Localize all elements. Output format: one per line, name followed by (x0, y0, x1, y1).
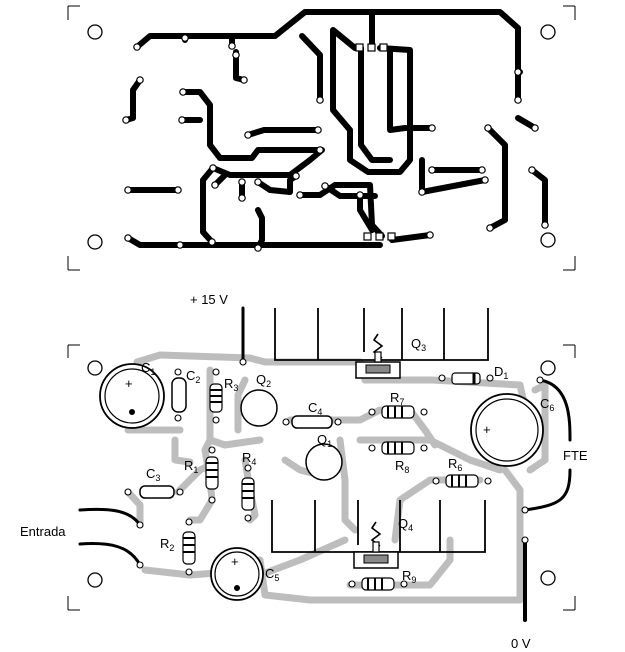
speaker-label: FTE (563, 448, 588, 463)
copper-traces (123, 9, 548, 251)
label-r6: R6 (448, 456, 462, 473)
resistor-r9-body (361, 577, 395, 591)
label-r9: R9 (402, 568, 416, 585)
mounting-holes-top (87, 24, 556, 250)
component-placement-layout: + + + + 15 V 0 V Entrada FTE C1 C2 C3 C4… (20, 292, 588, 651)
label-c3: C3 (146, 466, 160, 483)
label-r4: R4 (242, 450, 256, 467)
c6-plus-mark: + (483, 422, 491, 437)
capacitor-c6-body (470, 393, 544, 467)
label-c5: C5 (265, 566, 279, 583)
c5-plus-mark: + (231, 554, 239, 569)
capacitor-c4-body (291, 415, 333, 429)
resistors (182, 383, 479, 591)
copper-pads (122, 34, 549, 252)
transistor-q4-body (353, 521, 399, 569)
supply-ground-label: 0 V (511, 636, 531, 651)
capacitor-c3-body (139, 485, 175, 499)
c1-plus-mark: + (125, 376, 133, 391)
label-c6: C6 (540, 396, 554, 413)
resistor-r7-body (381, 405, 415, 419)
label-c2: C2 (186, 368, 200, 385)
small-transistors (240, 389, 343, 481)
mounting-holes-bottom (87, 360, 556, 588)
capacitor-c2-body (171, 377, 187, 413)
label-r3: R3 (224, 376, 238, 393)
resistor-r2-body (182, 531, 196, 565)
copper-trace-layout (67, 5, 576, 271)
input-label: Entrada (20, 524, 66, 539)
capacitor-c5-body (210, 547, 264, 601)
label-c4: C4 (308, 400, 322, 417)
transistor-q2-body (240, 389, 278, 427)
label-q1: Q1 (317, 432, 332, 449)
capacitor-c1-body (99, 363, 165, 429)
resistor-r3-body (209, 383, 223, 413)
transistor-q3-body (355, 333, 401, 379)
label-r2: R2 (160, 536, 174, 553)
external-wires (78, 306, 572, 622)
resistor-r8-body (381, 441, 415, 455)
component-pads (124, 358, 544, 588)
label-r1: R1 (184, 458, 198, 475)
label-r7: R7 (390, 390, 404, 407)
small-capacitors (139, 377, 333, 499)
transistor-pads-top (355, 43, 396, 241)
supply-positive-label: + 15 V (190, 292, 228, 307)
label-q3: Q3 (411, 336, 426, 353)
label-r8: R8 (395, 458, 409, 475)
label-c1: C1 (141, 360, 155, 377)
transistor-q1-body (305, 443, 343, 481)
label-d1: D1 (494, 364, 508, 381)
board-corner-marks-bottom (67, 344, 576, 611)
diode-d1-body (451, 372, 481, 385)
resistor-r1-body (205, 456, 219, 490)
label-q4: Q4 (398, 516, 413, 533)
label-q2: Q2 (256, 372, 271, 389)
resistor-r6-body (445, 474, 479, 488)
resistor-r4-body (241, 477, 255, 511)
board-corner-marks-top (67, 5, 576, 271)
